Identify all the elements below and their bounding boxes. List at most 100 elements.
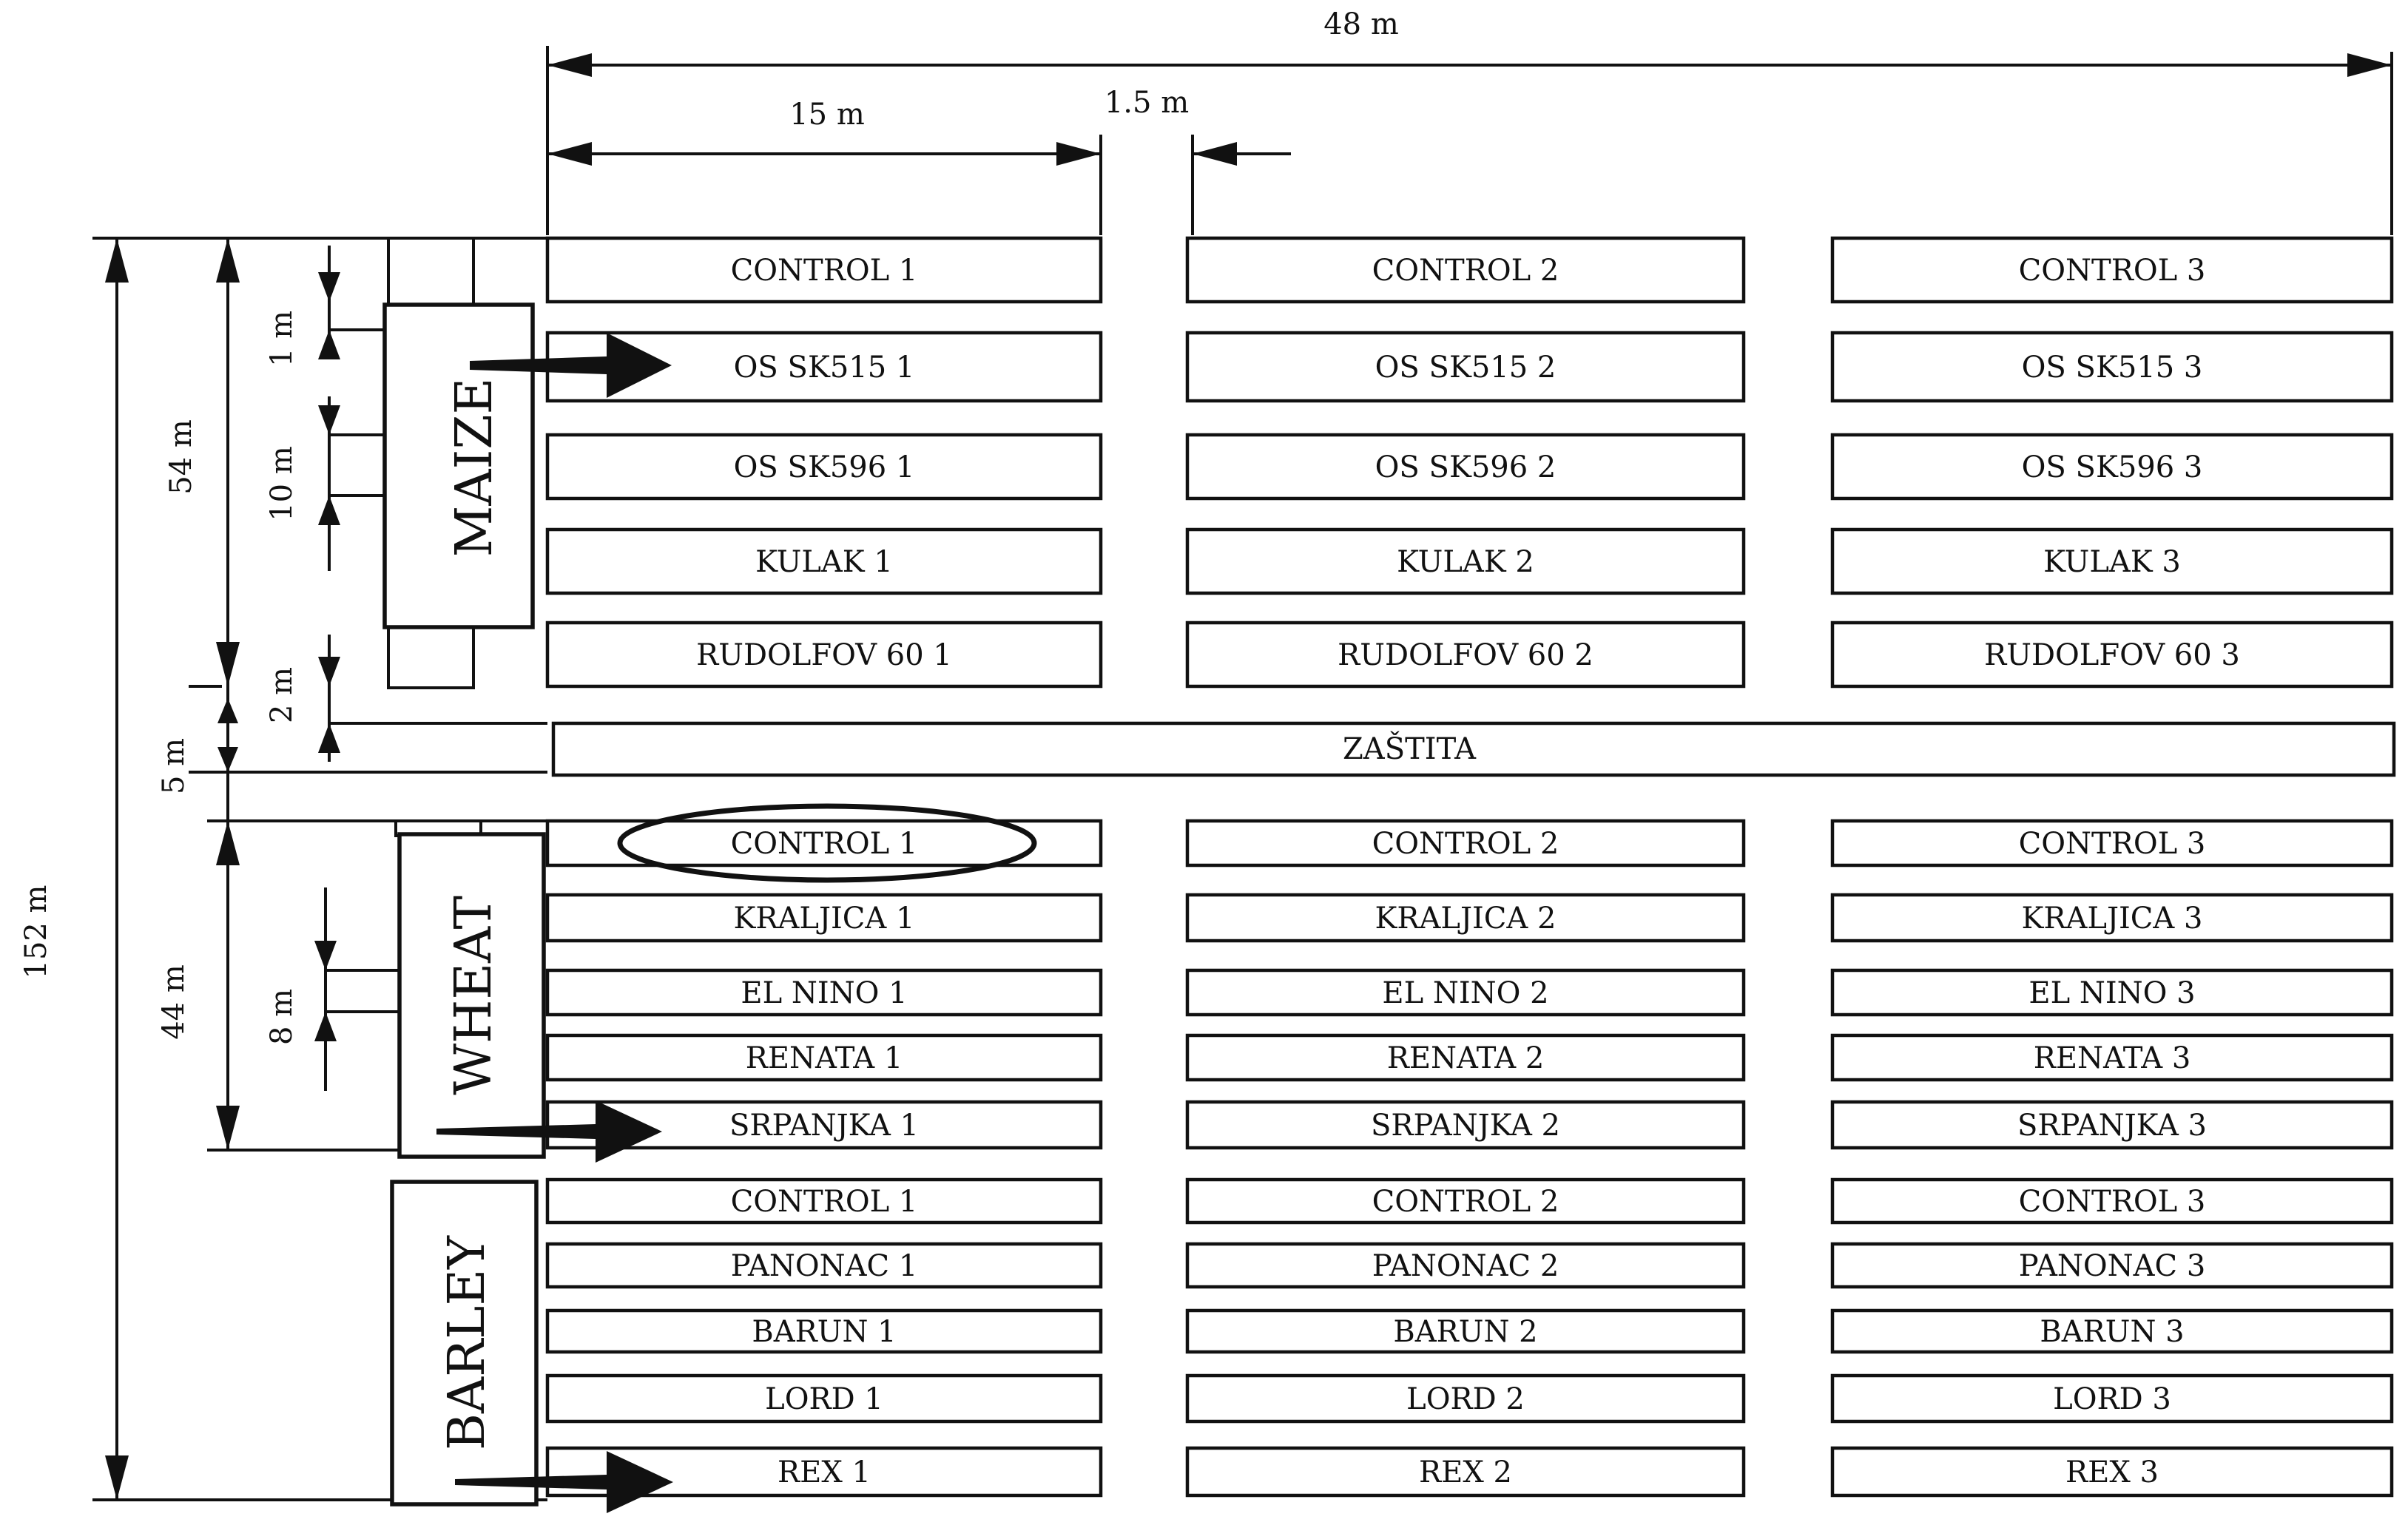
dim-label-8m: 8 m — [265, 989, 299, 1045]
plot-box — [1185, 236, 1746, 304]
plot-label: REX 1 — [778, 1455, 871, 1490]
plot-cell: EL NINO 1 — [545, 968, 1103, 1017]
plot-cell: PANONAC 3 — [1830, 1242, 2394, 1289]
dimension-1m: 1 m — [265, 246, 385, 367]
plot-box — [545, 1177, 1103, 1225]
dimension-1-5m: 1.5 m — [1104, 86, 1291, 166]
plot-box — [1185, 819, 1746, 868]
plot-cell: SRPANJKA 3 — [1830, 1100, 2394, 1150]
dim-label-1-5m: 1.5 m — [1104, 86, 1189, 120]
dim-label-54m: 54 m — [164, 419, 198, 495]
dim-label-2m: 2 m — [265, 667, 299, 723]
plot-label: CONTROL 2 — [1372, 1185, 1559, 1219]
plot-label: KRALJICA 2 — [1375, 902, 1557, 936]
plot-label: OS SK596 3 — [2022, 450, 2203, 484]
dimension-15m: 15 m — [547, 98, 1101, 166]
buffer-label: ZAŠTITA — [1343, 731, 1477, 766]
crop-box-barley: BARLEY — [390, 1180, 539, 1507]
plot-box — [545, 1373, 1103, 1424]
plot-box — [1185, 1100, 1746, 1150]
plot-cell: KULAK 3 — [1830, 527, 2394, 595]
plot-cell: BARUN 2 — [1185, 1308, 1746, 1354]
plot-label: RUDOLFOV 60 2 — [1338, 638, 1593, 672]
plot-box — [545, 893, 1103, 943]
crop-label-wheat: WHEAT — [445, 896, 503, 1095]
plot-box — [1830, 1373, 2394, 1424]
plot-label: OS SK515 1 — [734, 351, 915, 385]
plot-label: OS SK596 2 — [1375, 450, 1557, 484]
plot-label: KULAK 2 — [1397, 545, 1534, 579]
plot-label: EL NINO 3 — [2028, 976, 2195, 1010]
plot-box — [545, 1308, 1103, 1354]
plot-cell: OS SK596 1 — [545, 433, 1103, 501]
plot-label: CONTROL 3 — [2019, 827, 2206, 861]
top-dimensions: 48 m 15 m 1.5 m — [546, 7, 2393, 235]
plot-label: REX 3 — [2065, 1455, 2159, 1490]
plot-cell: OS SK515 1 — [545, 331, 1103, 403]
dimension-44m: 44 m — [157, 821, 240, 1150]
dim-label-152m: 152 m — [19, 885, 53, 979]
arrow-barley — [455, 1451, 673, 1513]
plot-cell: CONTROL 2 — [1185, 236, 1746, 304]
plot-label: LORD 2 — [1406, 1382, 1525, 1416]
plot-label: KULAK 3 — [2043, 545, 2181, 579]
plot-label: CONTROL 1 — [731, 827, 918, 861]
plot-label: PANONAC 1 — [731, 1249, 918, 1283]
plot-cell: EL NINO 3 — [1830, 968, 2394, 1017]
flow-arrows — [436, 333, 673, 1513]
plot-label: RUDOLFOV 60 1 — [696, 638, 952, 672]
dimension-10m: 10 m — [265, 396, 385, 571]
plot-cell: BARUN 3 — [1830, 1308, 2394, 1354]
plot-cell: OS SK515 2 — [1185, 331, 1746, 403]
plot-cell: RUDOLFOV 60 1 — [545, 621, 1103, 689]
plot-box — [1185, 433, 1746, 501]
plot-box — [545, 331, 1103, 403]
plot-box — [1185, 1033, 1746, 1082]
plot-box — [1185, 1446, 1746, 1498]
crop-label-barley: BARLEY — [438, 1235, 496, 1450]
dim-label-44m: 44 m — [157, 964, 191, 1040]
plot-box — [1830, 1242, 2394, 1289]
plot-box — [1185, 1373, 1746, 1424]
plot-box — [545, 968, 1103, 1017]
plot-cell: OS SK596 3 — [1830, 433, 2394, 501]
plot-box — [1185, 527, 1746, 595]
plot-box — [545, 527, 1103, 595]
plot-cell: RENATA 3 — [1830, 1033, 2394, 1082]
plot-label: OS SK515 3 — [2022, 351, 2203, 385]
plot-cell: PANONAC 2 — [1185, 1242, 1746, 1289]
plot-box — [1830, 433, 2394, 501]
plot-box — [545, 621, 1103, 689]
dimension-152m: 152 m — [19, 238, 129, 1500]
plot-label: PANONAC 2 — [1372, 1249, 1559, 1283]
plot-box — [1830, 1100, 2394, 1150]
plot-label: BARUN 2 — [1393, 1315, 1537, 1349]
plot-cell: OS SK596 2 — [1185, 433, 1746, 501]
plot-label: OS SK515 2 — [1375, 351, 1557, 385]
plot-cell: EL NINO 2 — [1185, 968, 1746, 1017]
crop-box-maize: MAIZE — [382, 302, 535, 629]
plot-box — [1830, 236, 2394, 304]
plot-box — [1185, 1242, 1746, 1289]
plot-cell: LORD 1 — [545, 1373, 1103, 1424]
plot-box — [545, 433, 1103, 501]
plot-cell: CONTROL 1 — [545, 1177, 1103, 1225]
plot-label: KULAK 1 — [755, 545, 893, 579]
dimension-5m: 5 m — [157, 686, 238, 821]
plot-box — [1830, 1446, 2394, 1498]
dim-label-48m: 48 m — [1323, 7, 1399, 41]
plot-box — [1830, 331, 2394, 403]
plot-label: OS SK596 1 — [734, 450, 915, 484]
plot-cell: CONTROL 2 — [1185, 1177, 1746, 1225]
plot-label: LORD 1 — [765, 1382, 883, 1416]
plot-box — [545, 1033, 1103, 1082]
plot-cell: RENATA 2 — [1185, 1033, 1746, 1082]
plot-label: PANONAC 3 — [2019, 1249, 2206, 1283]
dim-label-1m: 1 m — [265, 311, 299, 367]
plot-box — [1185, 331, 1746, 403]
plot-box — [545, 236, 1103, 304]
plot-label: KRALJICA 1 — [734, 902, 915, 936]
plot-cell: BARUN 1 — [545, 1308, 1103, 1354]
plot-cell: CONTROL 2 — [1185, 819, 1746, 868]
plot-label: REX 2 — [1419, 1455, 1512, 1490]
